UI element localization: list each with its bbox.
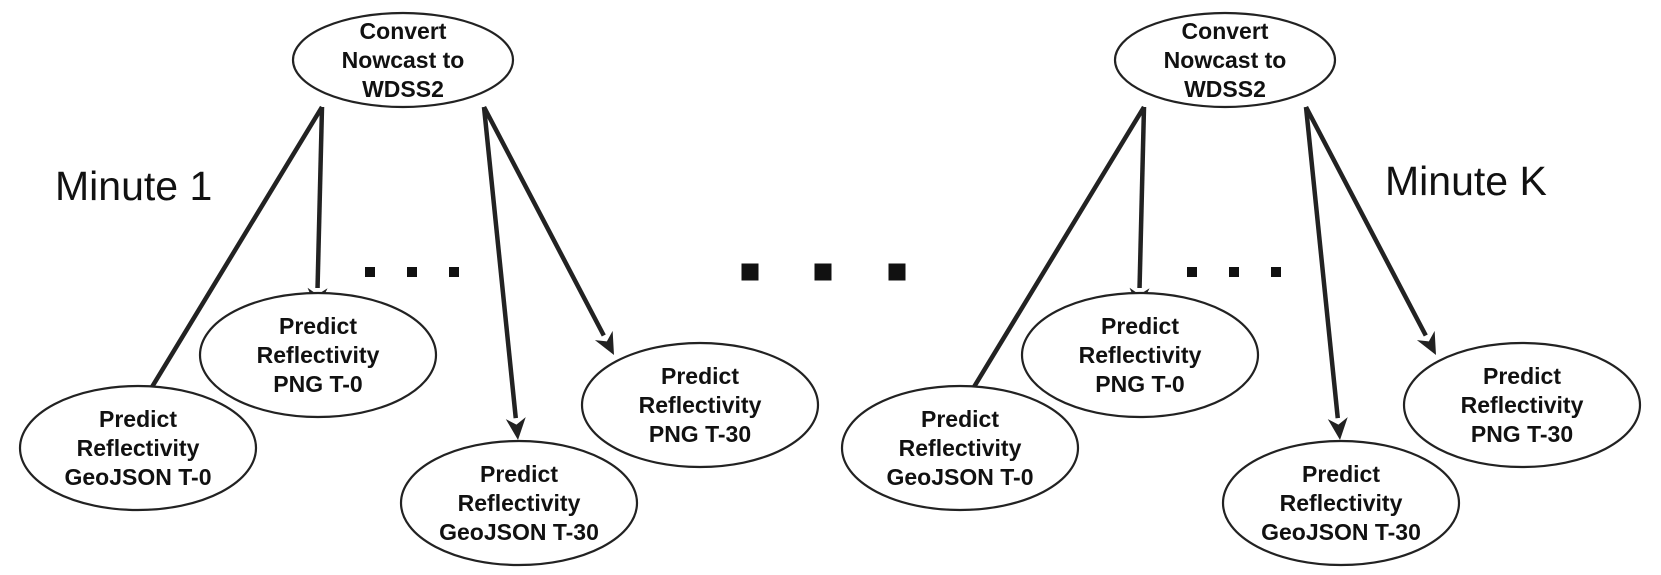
node-ellipse — [1221, 439, 1461, 567]
node-text-line: Predict — [99, 406, 177, 432]
minute-label: Minute K — [1385, 158, 1547, 204]
ellipsis-dot-large — [741, 263, 759, 281]
node-text-line: Reflectivity — [1280, 490, 1403, 516]
arrow-line — [1303, 106, 1341, 419]
arrow-line — [1137, 106, 1147, 289]
node-ellipse — [291, 11, 515, 109]
node-ellipse — [198, 291, 438, 419]
ellipsis-dot — [1271, 267, 1281, 277]
node-text-line: PNG T-30 — [1471, 421, 1573, 447]
node-text-line: Reflectivity — [899, 435, 1022, 461]
minute-label: Minute 1 — [55, 163, 212, 209]
ellipsis-dot — [1187, 267, 1197, 277]
node-text-line: WDSS2 — [1184, 76, 1266, 102]
node-text-line: Predict — [661, 363, 739, 389]
node-ellipse — [1020, 291, 1260, 419]
node-text-line: Predict — [279, 313, 357, 339]
node-text-line: Predict — [480, 461, 558, 487]
node-text-line: Convert — [1182, 18, 1269, 44]
node-text-line: GeoJSON T-30 — [439, 519, 599, 545]
node-text-line: Predict — [921, 406, 999, 432]
node-text-line: PNG T-30 — [649, 421, 751, 447]
node-text-line: Reflectivity — [458, 490, 581, 516]
node-text-line: PNG T-0 — [1095, 371, 1184, 397]
ellipsis-dot — [449, 267, 459, 277]
arrow-line — [1304, 105, 1428, 337]
arrowhead — [1327, 417, 1348, 440]
node-text-line: Reflectivity — [639, 392, 762, 418]
arrow-line — [481, 106, 519, 419]
node-text-line: Reflectivity — [1079, 342, 1202, 368]
node-ellipse — [18, 384, 258, 512]
node-text-line: PNG T-0 — [273, 371, 362, 397]
node-ellipse — [840, 384, 1080, 512]
ellipsis-dot — [407, 267, 417, 277]
node-text-line: Reflectivity — [257, 342, 380, 368]
node-text-line: Predict — [1101, 313, 1179, 339]
arrow-line — [315, 106, 325, 289]
arrowhead — [1416, 330, 1436, 355]
node-text-line: Predict — [1483, 363, 1561, 389]
arrow-line — [147, 105, 324, 393]
node-ellipse — [1113, 11, 1337, 109]
node-text-line: Predict — [1302, 461, 1380, 487]
node-text-line: GeoJSON T-0 — [65, 464, 212, 490]
node-ellipse — [580, 341, 820, 469]
group-ellipsis — [1187, 267, 1281, 277]
arrowhead — [505, 417, 526, 440]
node-text-line: GeoJSON T-0 — [887, 464, 1034, 490]
node-text-line: Reflectivity — [1461, 392, 1584, 418]
node-text-line: WDSS2 — [362, 76, 444, 102]
ellipsis-dot-large — [814, 263, 832, 281]
arrow-line — [969, 105, 1146, 393]
node-text-line: Convert — [360, 18, 447, 44]
arrow-line — [482, 105, 606, 337]
node-text-line: GeoJSON T-30 — [1261, 519, 1421, 545]
node-text-line: Reflectivity — [77, 435, 200, 461]
node-ellipse — [1402, 341, 1642, 469]
node-ellipse — [399, 439, 639, 567]
node-text-line: Nowcast to — [342, 47, 465, 73]
between-groups-ellipsis — [741, 263, 906, 281]
ellipsis-dot — [1229, 267, 1239, 277]
node-text-line: Nowcast to — [1164, 47, 1287, 73]
ellipsis-dot-large — [888, 263, 906, 281]
arrowhead — [594, 330, 614, 355]
group-ellipsis — [365, 267, 459, 277]
ellipsis-dot — [365, 267, 375, 277]
